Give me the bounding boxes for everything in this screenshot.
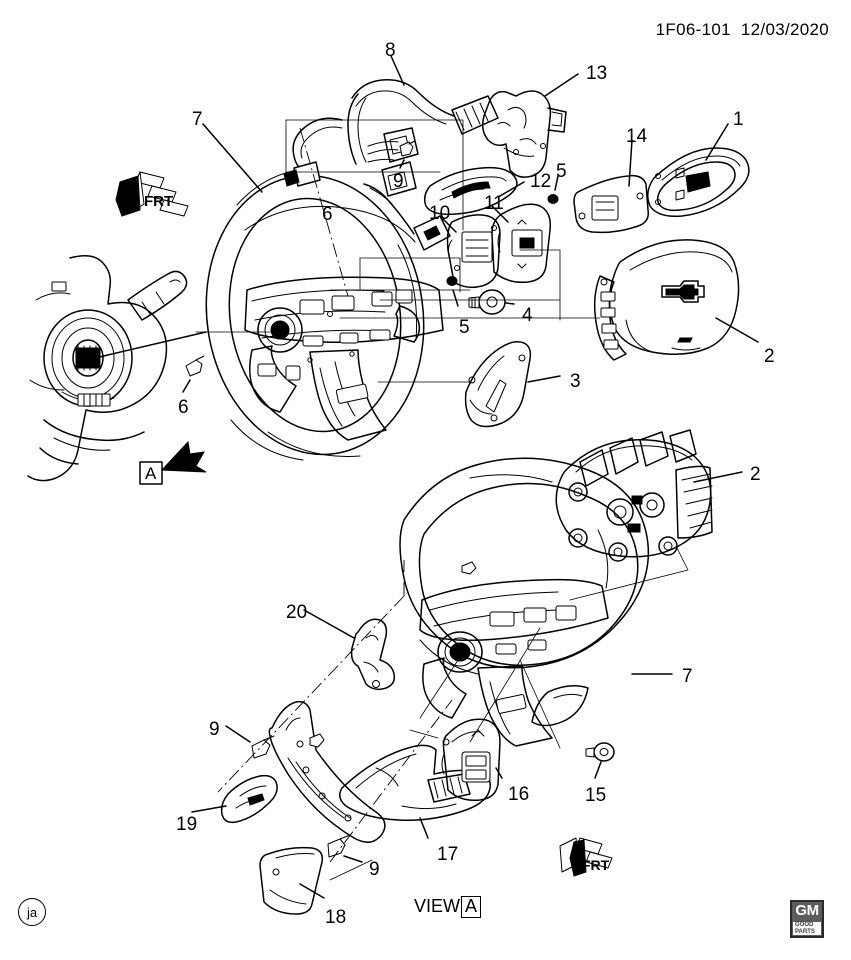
chevrolet-bowtie-emblem: [661, 280, 705, 303]
callout-2-airbag-front: 2: [764, 346, 775, 367]
callout-14-bracket: 14: [626, 126, 648, 147]
wiring-harness-8: [283, 55, 499, 251]
steering-column-clockspring: [27, 255, 207, 482]
switch-10: [439, 214, 501, 289]
bolt-4: [468, 289, 515, 315]
screw-6-left: [185, 355, 205, 377]
spoke-trim-center: [268, 700, 386, 843]
callout-5-pin-upper: 5: [556, 161, 567, 182]
callout-8-wiring-harness: 8: [385, 40, 396, 61]
bracket-20: [303, 609, 396, 691]
trim-cover-3: [464, 341, 561, 428]
callout-6-screw-wheel: 6: [322, 204, 333, 225]
callout-6-screw-column: 6: [178, 397, 189, 418]
callout-10-switch-left: 10: [429, 203, 451, 224]
frt-marker-lower-right: FRT: [559, 837, 613, 877]
gm-logo-bottom: GOOD PARTS: [793, 921, 821, 936]
switch-16: [409, 718, 503, 802]
callout-7-steering-wheel-lower: 7: [682, 666, 693, 687]
callout-9-screw-lower: 9: [369, 859, 380, 880]
bracket-13: [481, 73, 579, 178]
airbag-module-2-rear: [555, 429, 743, 601]
callout-1-switch-assembly: 1: [733, 109, 744, 130]
callout-19-trim-left: 19: [176, 814, 198, 835]
bracket-14: [573, 139, 650, 234]
screw-9-left: [225, 725, 275, 759]
drawing-date: 12/03/2020: [740, 20, 829, 39]
callout-15-bolt: 15: [585, 785, 607, 806]
callout-12-switch: 12: [530, 171, 552, 192]
switch-assembly-1: [647, 123, 750, 218]
svg-text:FRT: FRT: [582, 857, 610, 873]
callout-9-screw-left: 9: [209, 719, 220, 740]
bolt-15: [585, 742, 615, 779]
construction-lines-lower: [217, 560, 561, 881]
construction-lines-upper: [195, 119, 601, 383]
switch-11: [491, 203, 552, 284]
callout-5-pin-lower: 5: [459, 317, 470, 338]
gm-logo-top: GM: [795, 901, 819, 919]
callout-3-trim-cover: 3: [570, 371, 581, 392]
callout-2-airbag-rear: 2: [750, 464, 761, 485]
trim-piece-18: [259, 846, 325, 915]
callout-7-steering-wheel-upper: 7: [192, 109, 203, 130]
screw-9-lower: [327, 834, 363, 863]
view-letter: A: [461, 896, 482, 918]
pin-5-lower: [446, 276, 459, 307]
callout-11-switch-right: 11: [484, 193, 504, 214]
frt-marker-upper-left: FRT: [115, 171, 189, 217]
pin-5-upper: [547, 175, 559, 204]
callout-4-bolt: 4: [522, 305, 533, 326]
callout-18-trim-piece: 18: [325, 907, 347, 928]
steering-wheel-upper: [202, 123, 444, 461]
drawing-number: 1F06-101: [655, 20, 731, 39]
drawing-header: 1F06-101 12/03/2020: [656, 20, 829, 40]
screw-9-upper: [399, 140, 416, 157]
switch-12: [423, 166, 525, 216]
svg-text:FRT: FRT: [144, 193, 173, 210]
airbag-module-2-front: [593, 239, 759, 361]
callout-16-switch: 16: [508, 784, 530, 805]
callout-9-screw-upper: 9: [393, 171, 404, 192]
gm-logo: GM GOOD PARTS: [790, 900, 824, 938]
view-a-direction-arrow: A: [139, 440, 207, 485]
draftsman-initials-text: ja: [26, 904, 38, 920]
callout-20-bracket: 20: [286, 602, 308, 623]
svg-text:A: A: [145, 464, 157, 483]
steering-wheel-lower: [399, 457, 673, 747]
callout-17-lower-cover: 17: [437, 844, 459, 865]
callout-13-bracket: 13: [586, 63, 608, 84]
trim-piece-19: [191, 774, 278, 824]
view-label-text: VIEW: [414, 896, 461, 917]
draftsman-initials: ja: [18, 898, 46, 926]
